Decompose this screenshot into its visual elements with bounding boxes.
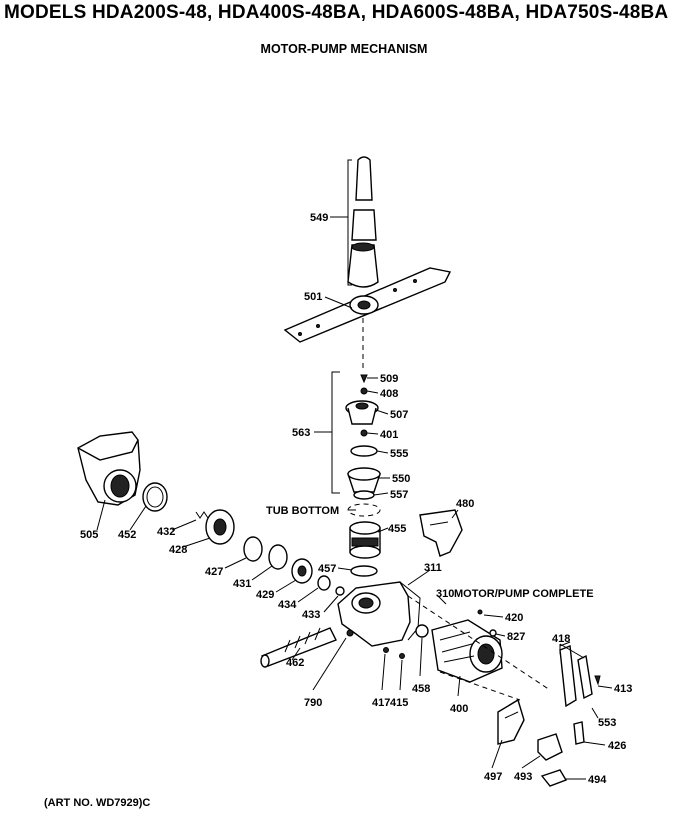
part-426-grommet — [573, 721, 585, 745]
part-493-bracket — [537, 733, 563, 761]
callout-458: 458 — [412, 683, 430, 695]
bracket-549 — [347, 159, 352, 286]
part-555-ring — [350, 445, 378, 457]
leader-lines — [96, 377, 613, 780]
part-417-bolt — [383, 647, 389, 653]
part-415-nut — [399, 653, 405, 659]
part-480-deflector — [419, 509, 463, 557]
callout-507: 507 — [390, 409, 408, 421]
part-420-screw — [477, 609, 483, 615]
callout-418: 418 — [552, 633, 570, 645]
callout-555: 555 — [390, 448, 408, 460]
callout-455: 455 — [388, 523, 406, 535]
diagram-title: MODELS HDA200S-48, HDA400S-48BA, HDA600S… — [4, 2, 669, 23]
part-505-drain-housing — [77, 431, 141, 506]
bracket-563 — [331, 371, 340, 494]
callout-494: 494 — [588, 774, 607, 786]
callout-415: 415 — [390, 697, 408, 709]
callout-480: 480 — [456, 498, 474, 510]
part-431-ring — [268, 544, 288, 570]
part-494-clip — [540, 769, 568, 787]
callout-427: 427 — [205, 566, 223, 578]
part-501-upper-spray-arm — [283, 267, 452, 343]
callout-563: 563 — [292, 427, 310, 439]
part-401-washer — [360, 429, 368, 437]
part-549-spray-tower — [347, 156, 379, 288]
callout-417: 417 — [372, 697, 390, 709]
label-tub-bottom: TUB BOTTOM — [266, 505, 339, 517]
label-motor-pump-complete: MOTOR/PUMP COMPLETE — [454, 588, 594, 600]
callout-401: 401 — [380, 429, 398, 441]
part-457-ring — [350, 565, 378, 577]
callout-790: 790 — [304, 697, 322, 709]
part-507-hub — [345, 400, 379, 425]
callout-311: 311 — [424, 562, 442, 574]
part-434-bushing — [317, 575, 331, 591]
callout-509: 509 — [380, 373, 398, 385]
part-497-motor-bracket — [497, 698, 525, 745]
part-433-washer — [335, 586, 345, 596]
callout-426: 426 — [608, 740, 626, 752]
part-429-wear-plate — [291, 558, 313, 584]
part-428-impeller — [205, 509, 235, 545]
callout-557: 557 — [390, 489, 408, 501]
callout-420: 420 — [505, 612, 523, 624]
part-408-washer — [360, 387, 368, 395]
part-462-drive-shaft — [260, 627, 337, 668]
art-number: (ART NO. WD7929)C — [44, 797, 151, 809]
part-452-clamp — [142, 482, 168, 512]
callout-553: 553 — [598, 717, 616, 729]
part-509-screw — [360, 374, 368, 384]
callout-431: 431 — [233, 578, 251, 590]
part-418-mounting-bracket — [559, 641, 593, 708]
part-455-pump-housing-top — [349, 521, 381, 559]
callout-413: 413 — [614, 683, 632, 695]
part-413-clip — [594, 675, 601, 686]
callout-452: 452 — [118, 529, 136, 541]
callout-433: 433 — [302, 609, 320, 621]
callout-457: 457 — [318, 563, 336, 575]
part-427-seal — [243, 536, 263, 562]
callout-549: 549 — [310, 212, 328, 224]
part-311-pump-body — [337, 581, 421, 647]
diagram-subtitle: MOTOR-PUMP MECHANISM — [260, 42, 428, 56]
part-550-nut — [347, 467, 381, 493]
callout-827: 827 — [507, 631, 525, 643]
callout-429: 429 — [256, 589, 274, 601]
part-458-bearing — [415, 624, 429, 638]
callout-493: 493 — [514, 771, 532, 783]
callout-501: 501 — [304, 291, 322, 303]
callout-310: 310 — [436, 588, 454, 600]
callout-400: 400 — [450, 703, 468, 715]
part-790-screw — [346, 629, 354, 637]
callout-505: 505 — [80, 529, 98, 541]
callout-497: 497 — [484, 771, 502, 783]
callout-434: 434 — [278, 599, 297, 611]
part-432-spring — [195, 511, 209, 519]
callout-432: 432 — [157, 526, 175, 538]
part-400-motor — [431, 619, 503, 683]
callout-428: 428 — [169, 544, 187, 556]
part-827-grommet — [489, 629, 497, 637]
part-557-gasket — [353, 490, 375, 500]
callout-550: 550 — [392, 473, 410, 485]
callout-408: 408 — [380, 388, 398, 400]
callout-462: 462 — [286, 657, 304, 669]
